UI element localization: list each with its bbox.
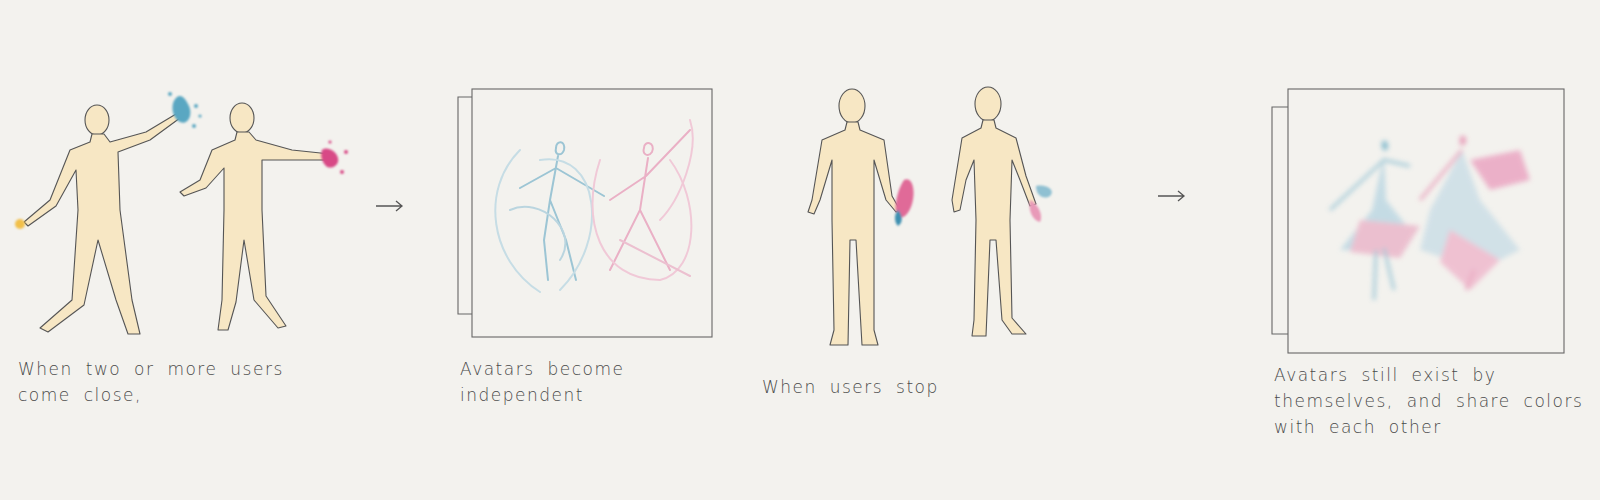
caption-text: Avatars still exist by themselves, and s… xyxy=(1274,362,1594,440)
caption-text: When users stop xyxy=(762,374,1022,400)
caption-text: Avatars become independent xyxy=(460,356,760,408)
caption-text: When two or more users come close, xyxy=(18,356,318,408)
